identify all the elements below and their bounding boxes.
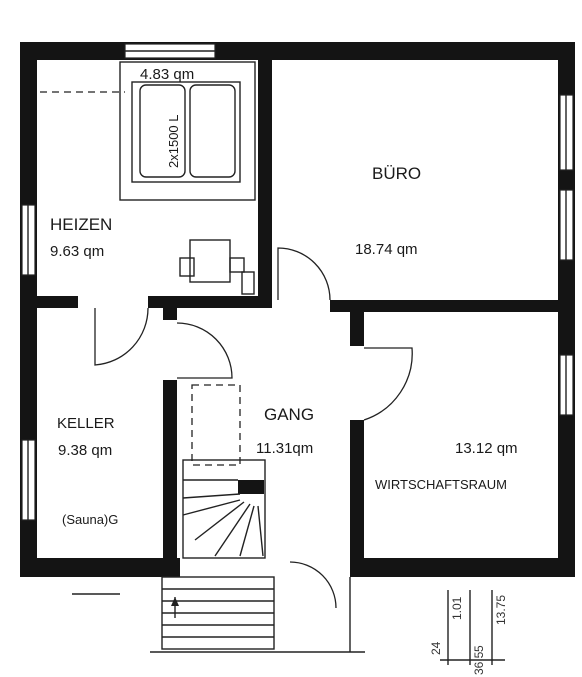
door-heizen-gang [277,247,331,301]
room-name-keller: KELLER [57,415,115,432]
boiler [179,239,255,295]
tank-a [139,84,186,178]
wall-heizen-buero [258,42,272,300]
wall-gang-wr-top [350,300,364,346]
room-area-keller: 9.38 qm [58,442,112,459]
door-keller [94,307,149,366]
dimension-marks: 1.01 5 13.75 36.5 24 [429,590,508,675]
wall-gang-wr [350,420,364,570]
door-entrance [289,561,337,609]
tank-b [189,84,236,178]
windows [21,43,574,521]
room-area-gang: 11.31qm [256,440,313,457]
wall-buero-bottom [330,300,575,312]
room-name-heizen: HEIZEN [50,215,112,234]
wall-heizen-bottom-a [20,296,78,308]
dim-2: 5 [472,645,486,652]
stair-upper-dashed [191,384,241,466]
wall-keller-gang [163,380,177,570]
room-area-wirtschaftsraum: 13.12 qm [455,440,518,457]
staircase [72,384,365,653]
wall-heizen-bottom-b [148,296,272,308]
sauna-label: (Sauna)G [62,512,118,527]
boiler-unit [189,239,231,283]
wall-top [20,42,575,60]
oil-tank [40,61,256,201]
stair-post [238,480,264,494]
room-area-buero: 18.74 qm [355,241,418,258]
tank-enclosure [119,61,256,201]
interior-walls [20,42,575,570]
door-gang-inner [176,322,233,379]
tank-area: 4.83 qm [140,66,194,83]
wall-bottom-right [350,558,575,577]
door-wirtschaftsraum [363,347,413,421]
room-labels: 4.83 qm 2x1500 L HEIZEN 9.63 qm BÜRO 18.… [50,66,518,527]
room-name-gang: GANG [264,405,314,424]
dim-1: 1.01 [450,596,464,620]
tank-capacity: 2x1500 L [166,115,181,169]
wall-keller-gang-top [163,308,177,320]
tank-inner [131,81,241,183]
dim-3: 13.75 [494,595,508,625]
wall-bottom-left [20,558,160,577]
doors [94,247,413,609]
room-name-buero: BÜRO [372,164,421,183]
dim-4: 36.5 [472,651,486,675]
stair-well [182,459,266,559]
dim-5: 24 [429,641,443,655]
room-name-wirtschaftsraum: WIRTSCHAFTSRAUM [375,477,507,492]
room-area-heizen: 9.63 qm [50,243,104,260]
